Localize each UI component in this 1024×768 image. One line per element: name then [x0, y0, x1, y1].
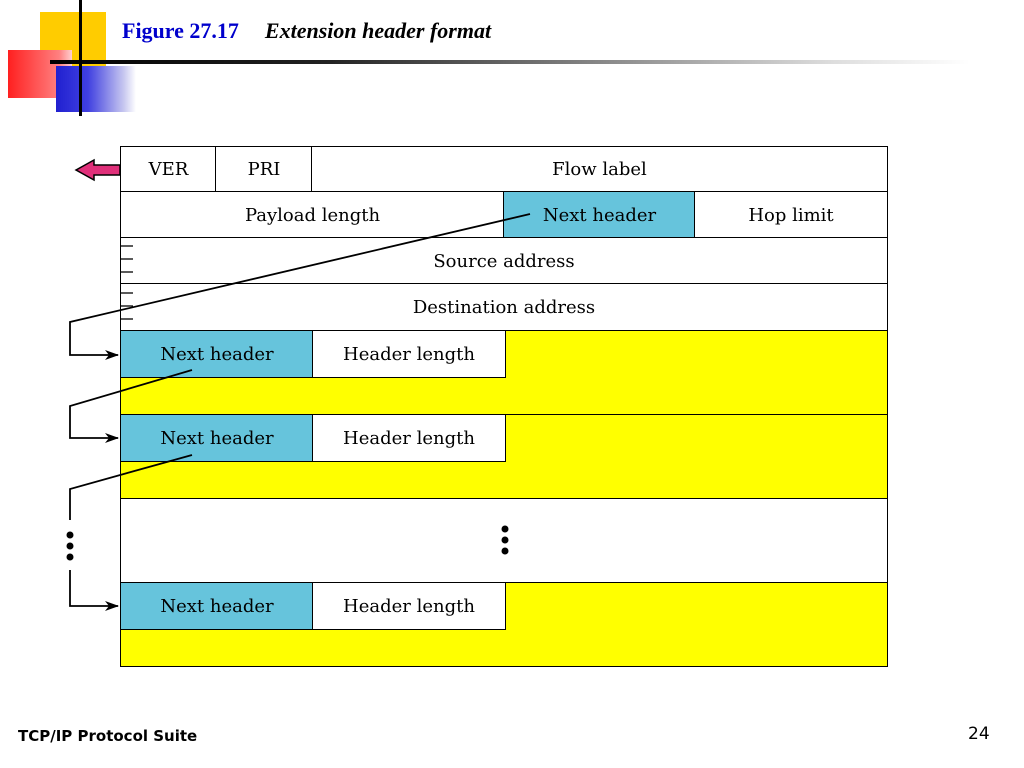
connector-base-to-ext1	[69, 213, 531, 360]
ext2-header-length-field: Header length	[312, 414, 506, 462]
title-decoration-blue-bar	[56, 66, 136, 112]
slide-title: Figure 27.17 Extension header format	[122, 18, 491, 44]
left-ellipsis-icon	[66, 531, 74, 561]
destination-address-field: Destination address	[120, 283, 888, 332]
left-pink-arrow-icon	[74, 158, 121, 182]
flow-label-field: Flow label	[311, 146, 888, 193]
connector-into-ext3	[69, 570, 119, 611]
page-number: 24	[968, 724, 990, 744]
ver-field: VER	[120, 146, 217, 193]
payload-length-field: Payload length	[120, 191, 505, 239]
ext1-next-header-field: Next header	[120, 330, 314, 378]
ext2-next-header-field: Next header	[120, 414, 314, 462]
connector-ext2-down	[69, 454, 193, 520]
title-decoration-vertical-line	[79, 0, 82, 116]
source-address-break-ticks	[120, 245, 133, 273]
ext3-header-length-field: Header length	[312, 582, 506, 630]
pri-field: PRI	[215, 146, 313, 193]
ext1-header-length-field: Header length	[312, 330, 506, 378]
figure-caption: Extension header format	[264, 18, 492, 43]
ext3-next-header-field: Next header	[120, 582, 314, 630]
figure-number: Figure 27.17	[122, 18, 239, 43]
middle-ellipsis-icon	[501, 525, 509, 555]
destination-address-break-ticks	[120, 292, 133, 320]
footer-text: TCP/IP Protocol Suite	[18, 727, 198, 745]
source-address-field: Source address	[120, 237, 888, 285]
connector-ext1-to-ext2	[69, 369, 193, 443]
base-next-header-field: Next header	[503, 191, 696, 239]
title-underline	[50, 60, 970, 64]
